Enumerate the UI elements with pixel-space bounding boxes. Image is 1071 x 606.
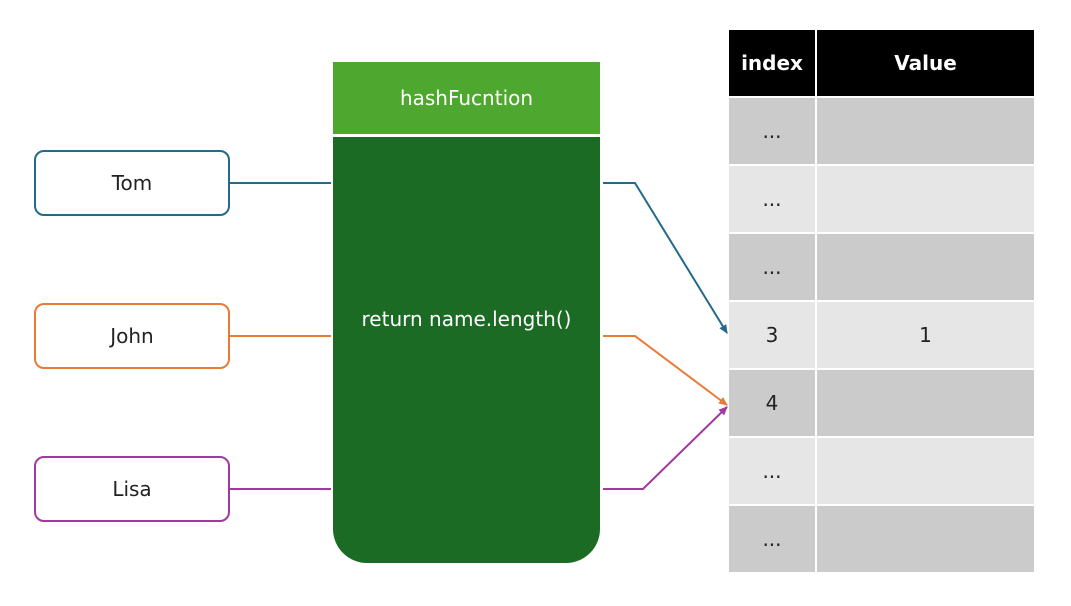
- value-cell: [817, 506, 1034, 572]
- index-column-header: index: [729, 30, 815, 96]
- table-row: 3 1: [729, 302, 1034, 368]
- value-cell: [817, 98, 1034, 164]
- hash-table: index Value ... ... ... 3 1 4 ... .: [727, 28, 1036, 574]
- hash-function-code: return name.length(): [361, 307, 572, 331]
- index-cell: ...: [729, 98, 815, 164]
- key-label-john: John: [110, 324, 154, 348]
- index-cell: 3: [729, 302, 815, 368]
- table-row: ...: [729, 98, 1034, 164]
- index-cell: 4: [729, 370, 815, 436]
- value-column-header: Value: [817, 30, 1034, 96]
- table-row: ...: [729, 506, 1034, 572]
- index-cell: ...: [729, 166, 815, 232]
- index-cell: ...: [729, 234, 815, 300]
- key-box-john: John: [34, 303, 230, 369]
- value-cell: [817, 438, 1034, 504]
- key-label-tom: Tom: [111, 171, 153, 195]
- key-box-tom: Tom: [34, 150, 230, 216]
- table-row: ...: [729, 438, 1034, 504]
- lisa-output-arrow: [603, 406, 728, 490]
- hash-function-body: return name.length(): [333, 137, 600, 563]
- key-label-lisa: Lisa: [112, 477, 152, 501]
- table-row: ...: [729, 234, 1034, 300]
- tom-output-arrow: [603, 182, 728, 334]
- value-cell: [817, 166, 1034, 232]
- index-cell: ...: [729, 506, 815, 572]
- key-box-lisa: Lisa: [34, 456, 230, 522]
- value-cell: [817, 370, 1034, 436]
- hash-function-title: hashFucntion: [333, 62, 600, 134]
- hash-function-title-text: hashFucntion: [399, 86, 534, 110]
- john-output-arrow: [603, 335, 728, 406]
- value-cell: 1: [817, 302, 1034, 368]
- hash-table-header-row: index Value: [729, 30, 1034, 96]
- table-row: 4: [729, 370, 1034, 436]
- value-cell: [817, 234, 1034, 300]
- table-row: ...: [729, 166, 1034, 232]
- index-cell: ...: [729, 438, 815, 504]
